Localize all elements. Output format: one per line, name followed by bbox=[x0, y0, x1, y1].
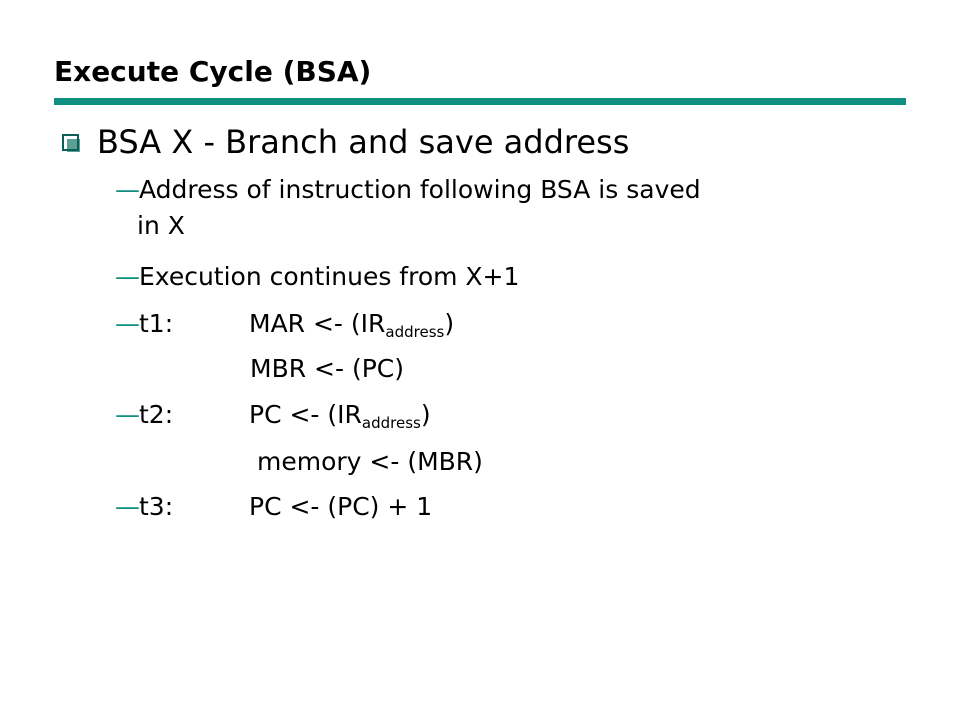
sub-bullet-address-saved: —Address of instruction following BSA is… bbox=[115, 173, 701, 207]
main-bullet-text: BSA X - Branch and save address bbox=[97, 123, 630, 161]
t2-second-line: memory <- (MBR) bbox=[257, 447, 483, 476]
sub-bullet-t2: —t2: PC <- (IRaddress) bbox=[115, 398, 431, 432]
sub-bullet-t3: —t3: PC <- (PC) + 1 bbox=[115, 490, 432, 524]
step-text: PC <- (IRaddress) bbox=[249, 400, 431, 432]
step-label: t3: bbox=[139, 492, 174, 521]
dash-icon: — bbox=[115, 400, 140, 429]
title-underline bbox=[54, 98, 906, 105]
sub-bullet-continuation: in X bbox=[137, 211, 185, 240]
step-label: t2: bbox=[139, 400, 174, 429]
t1-second-line: MBR <- (PC) bbox=[250, 354, 404, 383]
square-bullet-icon bbox=[62, 133, 80, 152]
dash-icon: — bbox=[115, 175, 140, 204]
slide-title: Execute Cycle (BSA) bbox=[54, 55, 372, 88]
step-text: PC <- (PC) + 1 bbox=[249, 492, 433, 521]
main-bullet: BSA X - Branch and save address bbox=[54, 122, 629, 162]
sub-bullet-t1: —t1: MAR <- (IRaddress) bbox=[115, 307, 454, 341]
sub-bullet-text: Execution continues from X+1 bbox=[139, 262, 520, 291]
dash-icon: — bbox=[115, 262, 140, 291]
step-label: t1: bbox=[139, 309, 174, 338]
dash-icon: — bbox=[115, 309, 140, 338]
step-text: MAR <- (IRaddress) bbox=[249, 309, 455, 341]
sub-bullet-text: Address of instruction following BSA is … bbox=[139, 175, 701, 204]
dash-icon: — bbox=[115, 492, 140, 521]
sub-bullet-execution: —Execution continues from X+1 bbox=[115, 260, 519, 294]
